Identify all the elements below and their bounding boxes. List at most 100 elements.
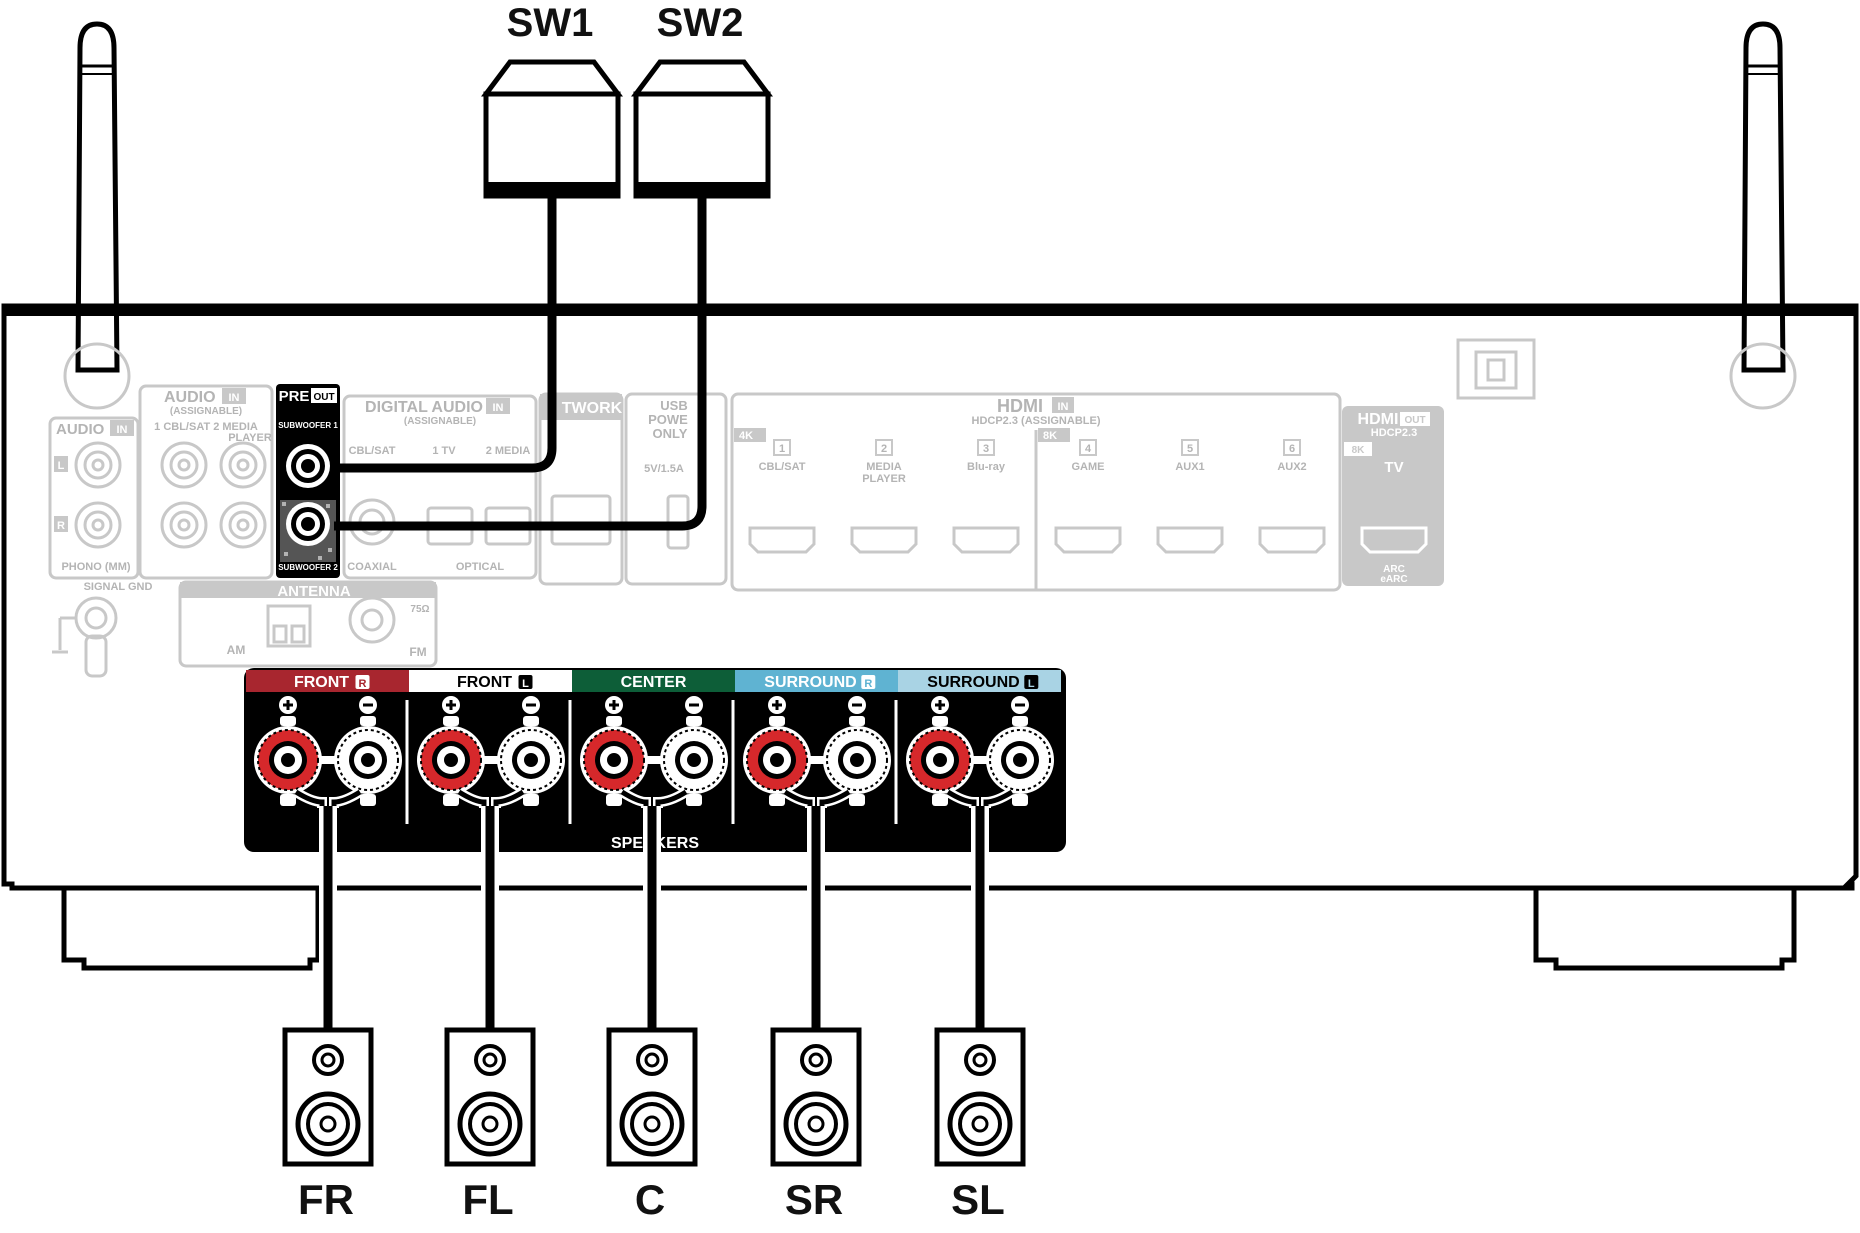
hdmi-out-tv: TV [1384,459,1403,476]
cable-fork-plus [946,789,977,808]
post-stub-bottom [443,794,459,806]
hdmi-port-number: 4 [1085,443,1092,455]
terminal-group-header [735,670,898,692]
post-stub-bottom [523,794,539,806]
antenna-right [1741,21,1786,373]
antenna-fm: FM [409,645,426,659]
post-stub-top [360,716,376,726]
cable-fork-plus [294,789,325,808]
negative-terminal[interactable] [334,726,402,794]
terminal-group-label: SURROUND [764,674,856,691]
speaker-fl: FL [444,787,536,1223]
preout-sub1-label: SUBWOOFER 1 [278,421,338,430]
hdmi-port-name: GAME [1072,461,1105,473]
subwoofer-layer: SW1 SW2 [481,1,773,199]
cable-fork-plus [457,789,487,808]
antenna-base-right [1729,342,1797,410]
digital-tv: 1 TV [432,445,456,457]
antenna-left [75,21,120,373]
hdmi-in-badge: IN [1058,401,1069,413]
receiver-body [1,303,1859,971]
hdmi-port-number: 2 [881,443,887,455]
audio-in-badge: IN [117,424,128,436]
hdmi-in-sub: HDCP2.3 (ASSIGNABLE) [972,415,1101,427]
subwoofer-2: SW2 [631,1,773,199]
audio-assign-inputs: 1 CBL/SAT 2 MEDIA [154,421,258,433]
antenna-am: AM [227,643,246,657]
post-stub-top [523,716,539,726]
audio-in-r: R [57,520,65,532]
terminal-link [644,756,664,764]
post-stub-top [280,716,296,726]
digital-media: 2 MEDIA [486,445,531,457]
rear-panel-ghost: AUDIO IN L R PHONO (MM) SIGNAL GND AUDIO… [48,384,1444,678]
hdmi-out-tag: 8K [1352,445,1366,456]
terminal-group-header [898,670,1061,692]
plus-glyph [446,700,456,710]
subwoofer2-jack[interactable] [286,502,330,546]
negative-terminal[interactable] [660,726,728,794]
preout-badge: OUT [313,392,334,403]
usb-rating: 5V/1.5A [644,463,684,475]
terminal-side-letter: R [864,678,872,690]
positive-terminal[interactable] [580,726,648,794]
hdmi-in-ports: 1CBL/SAT2MEDIAPLAYER3Blu-ray4GAME5AUX16A… [748,439,1326,554]
hdmi-out-title: HDMI [1358,411,1399,428]
subwoofer-1: SW1 [481,1,623,199]
cable-fork-plus [783,789,813,808]
hdmi-port-name: Blu-ray [967,461,1006,473]
hdmi-port-socket [1054,526,1122,554]
terminal-group-4: SURROUND R [731,670,898,824]
positive-terminal[interactable] [743,726,811,794]
post-stub-bottom [360,794,376,806]
subwoofer-base [636,182,768,196]
post-stub-bottom [606,794,622,806]
hdmi-port-name: CBL/SAT [759,461,806,473]
digital-optical: OPTICAL [456,561,505,573]
negative-terminal[interactable] [986,726,1054,794]
negative-terminal[interactable] [823,726,891,794]
positive-terminal[interactable] [417,726,485,794]
hdmi-port-socket [1156,526,1224,554]
digital-audio-sub: (ASSIGNABLE) [404,416,476,427]
positive-terminal[interactable] [254,726,322,794]
plus-glyph [772,700,782,710]
terminal-link [807,756,827,764]
terminal-link [318,756,338,764]
positive-terminal[interactable] [906,726,974,794]
audio-assign-sub: (ASSIGNABLE) [170,406,242,417]
hdmi-out-earc: eARC [1380,574,1407,585]
terminal-side-badge [518,675,533,689]
hdmi-port-socket [850,526,918,554]
audio-assign-title: AUDIO [164,389,216,406]
subwoofer-label: SW1 [507,1,594,45]
subwoofer1-jack[interactable] [286,444,330,488]
cable-sw1 [334,194,557,473]
cable-sw2 [334,194,707,531]
audio-assign-badge: IN [229,392,240,404]
negative-terminal[interactable] [497,726,565,794]
plus-glyph [935,700,945,710]
speaker-fr: FR [282,787,374,1223]
cable-fork-plus [620,789,649,808]
terminal-side-badge [861,675,876,689]
usb-line1: USB [660,398,687,413]
cable-fork-minus [331,789,362,808]
plus-glyph [283,700,293,710]
subwoofer-label: SW2 [657,1,744,45]
post-stub-top [606,716,622,726]
speaker-label: SL [951,1176,1005,1223]
cable-fork-minus [819,789,851,808]
cable-fork-minus [493,789,525,808]
